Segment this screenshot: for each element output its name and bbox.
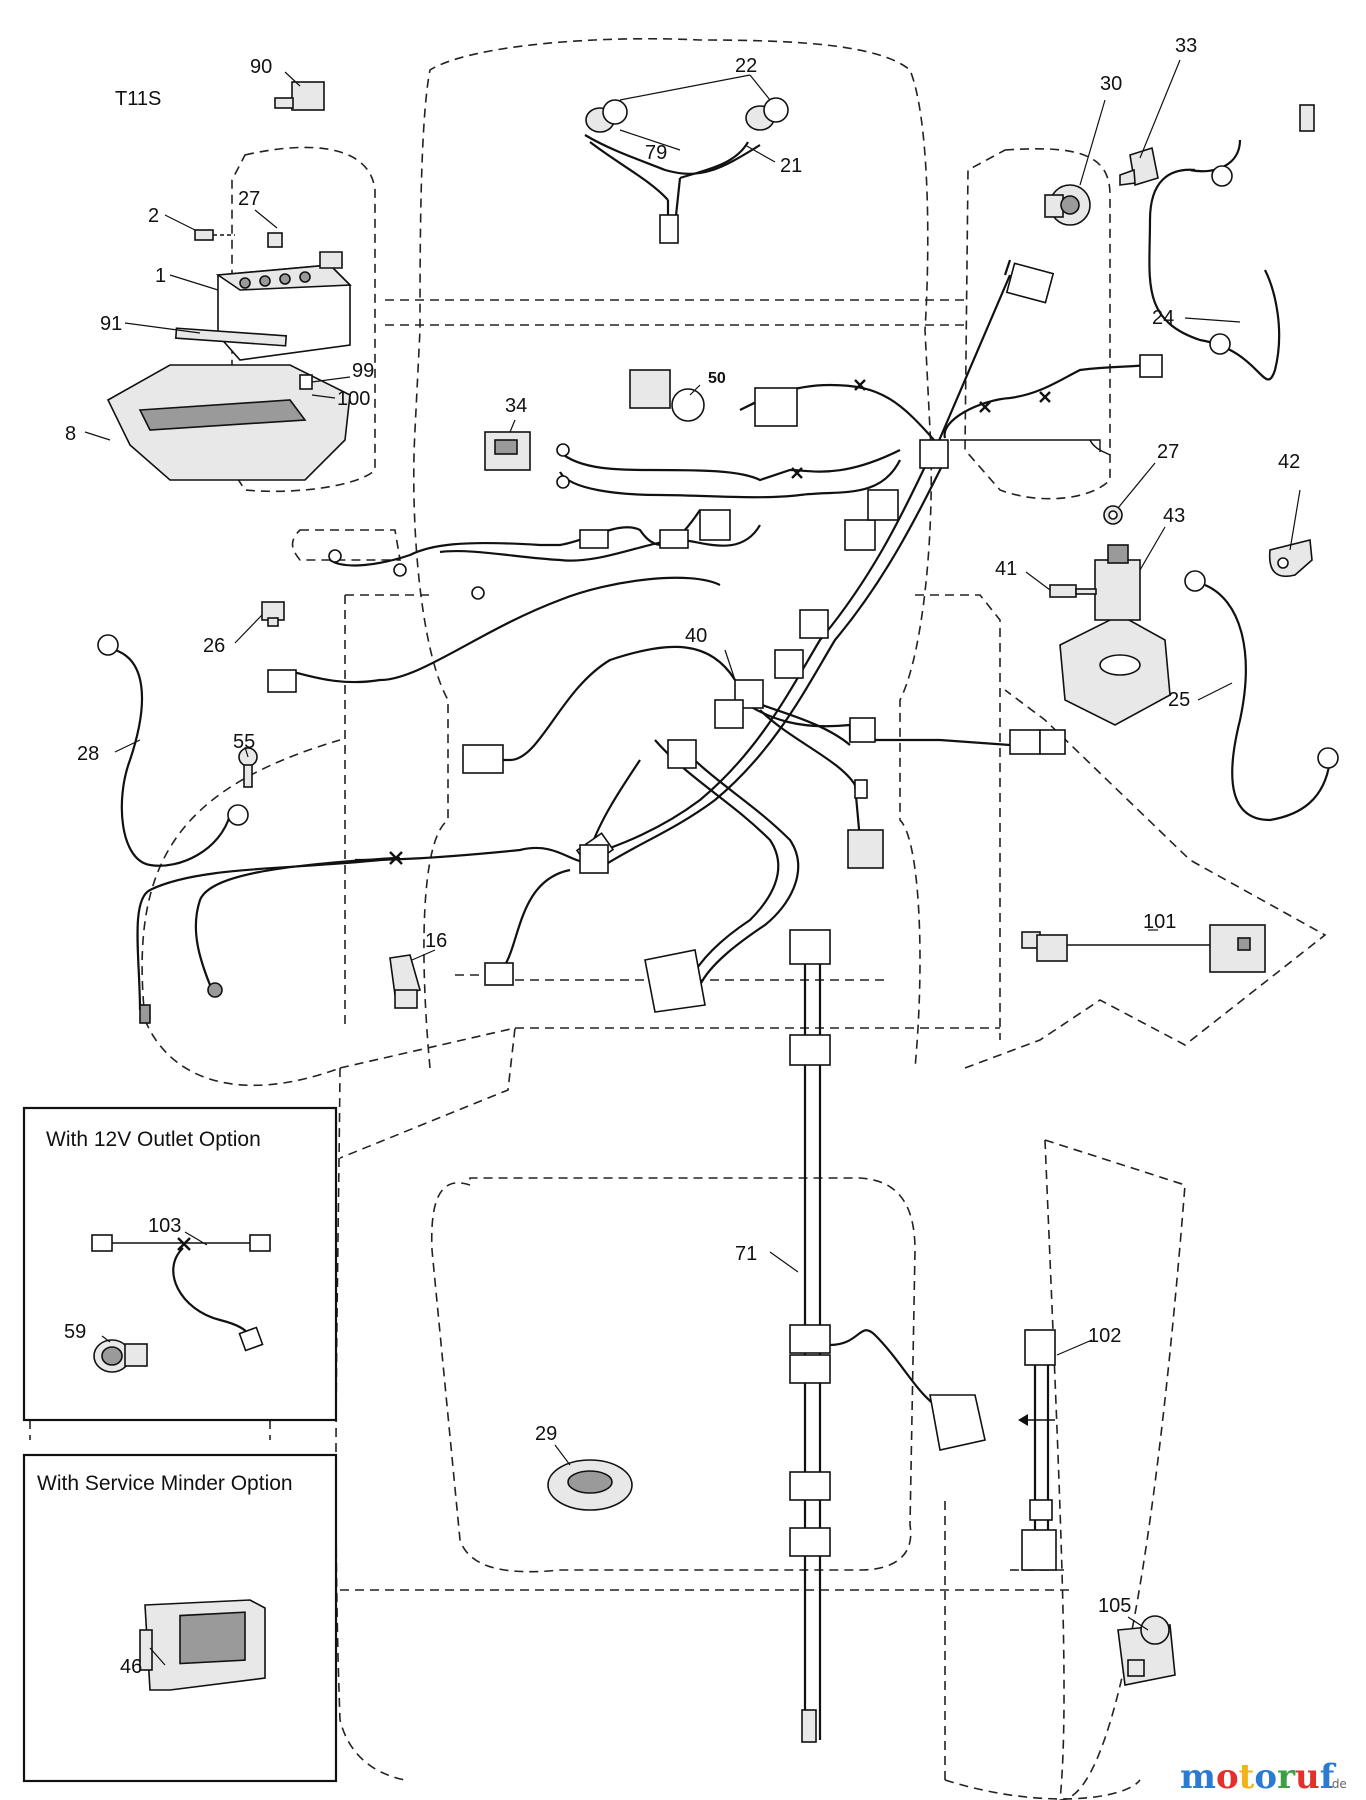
label-24: 24 <box>1152 307 1174 329</box>
terminal-boot-part <box>1268 538 1313 577</box>
svg-text:motoruf: motoruf <box>1180 1757 1337 1797</box>
main-wiring-harness <box>136 259 1163 1024</box>
watermark-suffix: .de <box>1328 1777 1347 1791</box>
label-2: 2 <box>148 205 159 227</box>
model-code-label: T11S <box>115 88 161 110</box>
relay-part <box>389 954 422 1009</box>
label-27-solenoid: 27 <box>1157 441 1179 463</box>
rocker-switch-part <box>484 431 531 471</box>
watermark-letter: u <box>1295 1757 1320 1797</box>
label-21: 21 <box>780 155 802 177</box>
label-1: 1 <box>155 265 166 287</box>
part-labels: T11S 90 22 79 21 33 30 27 2 1 91 99 100 … <box>64 35 1300 1678</box>
label-102: 102 <box>1088 1325 1121 1347</box>
label-46: 46 <box>120 1656 142 1678</box>
tractor-outline <box>29 37 1327 1800</box>
pto-switch-part <box>629 369 705 422</box>
label-33: 33 <box>1175 35 1197 57</box>
outlet-option-box: With 12V Outlet Option <box>22 1106 338 1422</box>
motoruf-watermark: motoruf .de <box>1180 1757 1347 1797</box>
label-28: 28 <box>77 743 99 765</box>
headlight-harness <box>584 97 789 244</box>
watermark-letter: f <box>1320 1757 1337 1797</box>
label-71: 71 <box>735 1243 757 1265</box>
label-91: 91 <box>100 313 122 335</box>
hour-meter-part <box>139 1599 266 1691</box>
ground-cable-28 <box>97 634 249 867</box>
label-22: 22 <box>735 55 757 77</box>
label-100: 100 <box>337 388 370 410</box>
label-25: 25 <box>1168 689 1190 711</box>
label-55: 55 <box>233 731 255 753</box>
ground-cable-25 <box>1184 570 1339 822</box>
ignition-switch-part <box>1044 184 1091 226</box>
label-16: 16 <box>425 930 447 952</box>
service-minder-option-box: With Service Minder Option <box>22 1453 338 1783</box>
service-minder-option-title: With Service Minder Option <box>37 1472 293 1495</box>
label-50: 50 <box>708 370 726 387</box>
label-101: 101 <box>1143 911 1176 933</box>
label-26: 26 <box>203 635 225 657</box>
watermark-letter: o <box>1254 1757 1277 1797</box>
connector-90-part <box>274 71 325 111</box>
seat-switch-harness-101 <box>1021 924 1266 973</box>
label-59: 59 <box>64 1321 86 1343</box>
label-43: 43 <box>1163 505 1185 527</box>
outlet-option-title: With 12V Outlet Option <box>46 1128 261 1151</box>
label-27-battery: 27 <box>238 188 260 210</box>
fuse-part <box>261 601 285 627</box>
switch-105 <box>1117 1615 1176 1686</box>
label-105: 105 <box>1098 1595 1131 1617</box>
rear-harness-71 <box>769 929 986 1743</box>
label-90: 90 <box>250 56 272 78</box>
label-30: 30 <box>1100 73 1122 95</box>
label-41: 41 <box>995 558 1017 580</box>
label-42: 42 <box>1278 451 1300 473</box>
screw-part <box>238 747 258 788</box>
label-40: 40 <box>685 625 707 647</box>
battery-cable-24 <box>1148 104 1315 381</box>
harness-102 <box>1018 1329 1057 1571</box>
watermark-letter: t <box>1239 1757 1255 1797</box>
battery-assembly <box>106 229 352 481</box>
label-34: 34 <box>505 395 527 417</box>
leader-lines <box>84 59 1301 1666</box>
ignition-key-part <box>1119 146 1159 187</box>
label-8: 8 <box>65 423 76 445</box>
starter-solenoid-part <box>1059 544 1171 726</box>
power-outlet-part <box>93 1339 148 1373</box>
nut-part <box>1103 505 1123 525</box>
bolt-part <box>1049 584 1097 598</box>
label-79: 79 <box>645 142 667 164</box>
label-99: 99 <box>352 360 374 382</box>
label-29: 29 <box>535 1423 557 1445</box>
watermark-letter: m <box>1180 1757 1216 1797</box>
grommet-29 <box>547 1459 633 1511</box>
watermark-letter: r <box>1277 1757 1296 1797</box>
label-103: 103 <box>148 1215 181 1237</box>
watermark-letter: o <box>1216 1757 1239 1797</box>
